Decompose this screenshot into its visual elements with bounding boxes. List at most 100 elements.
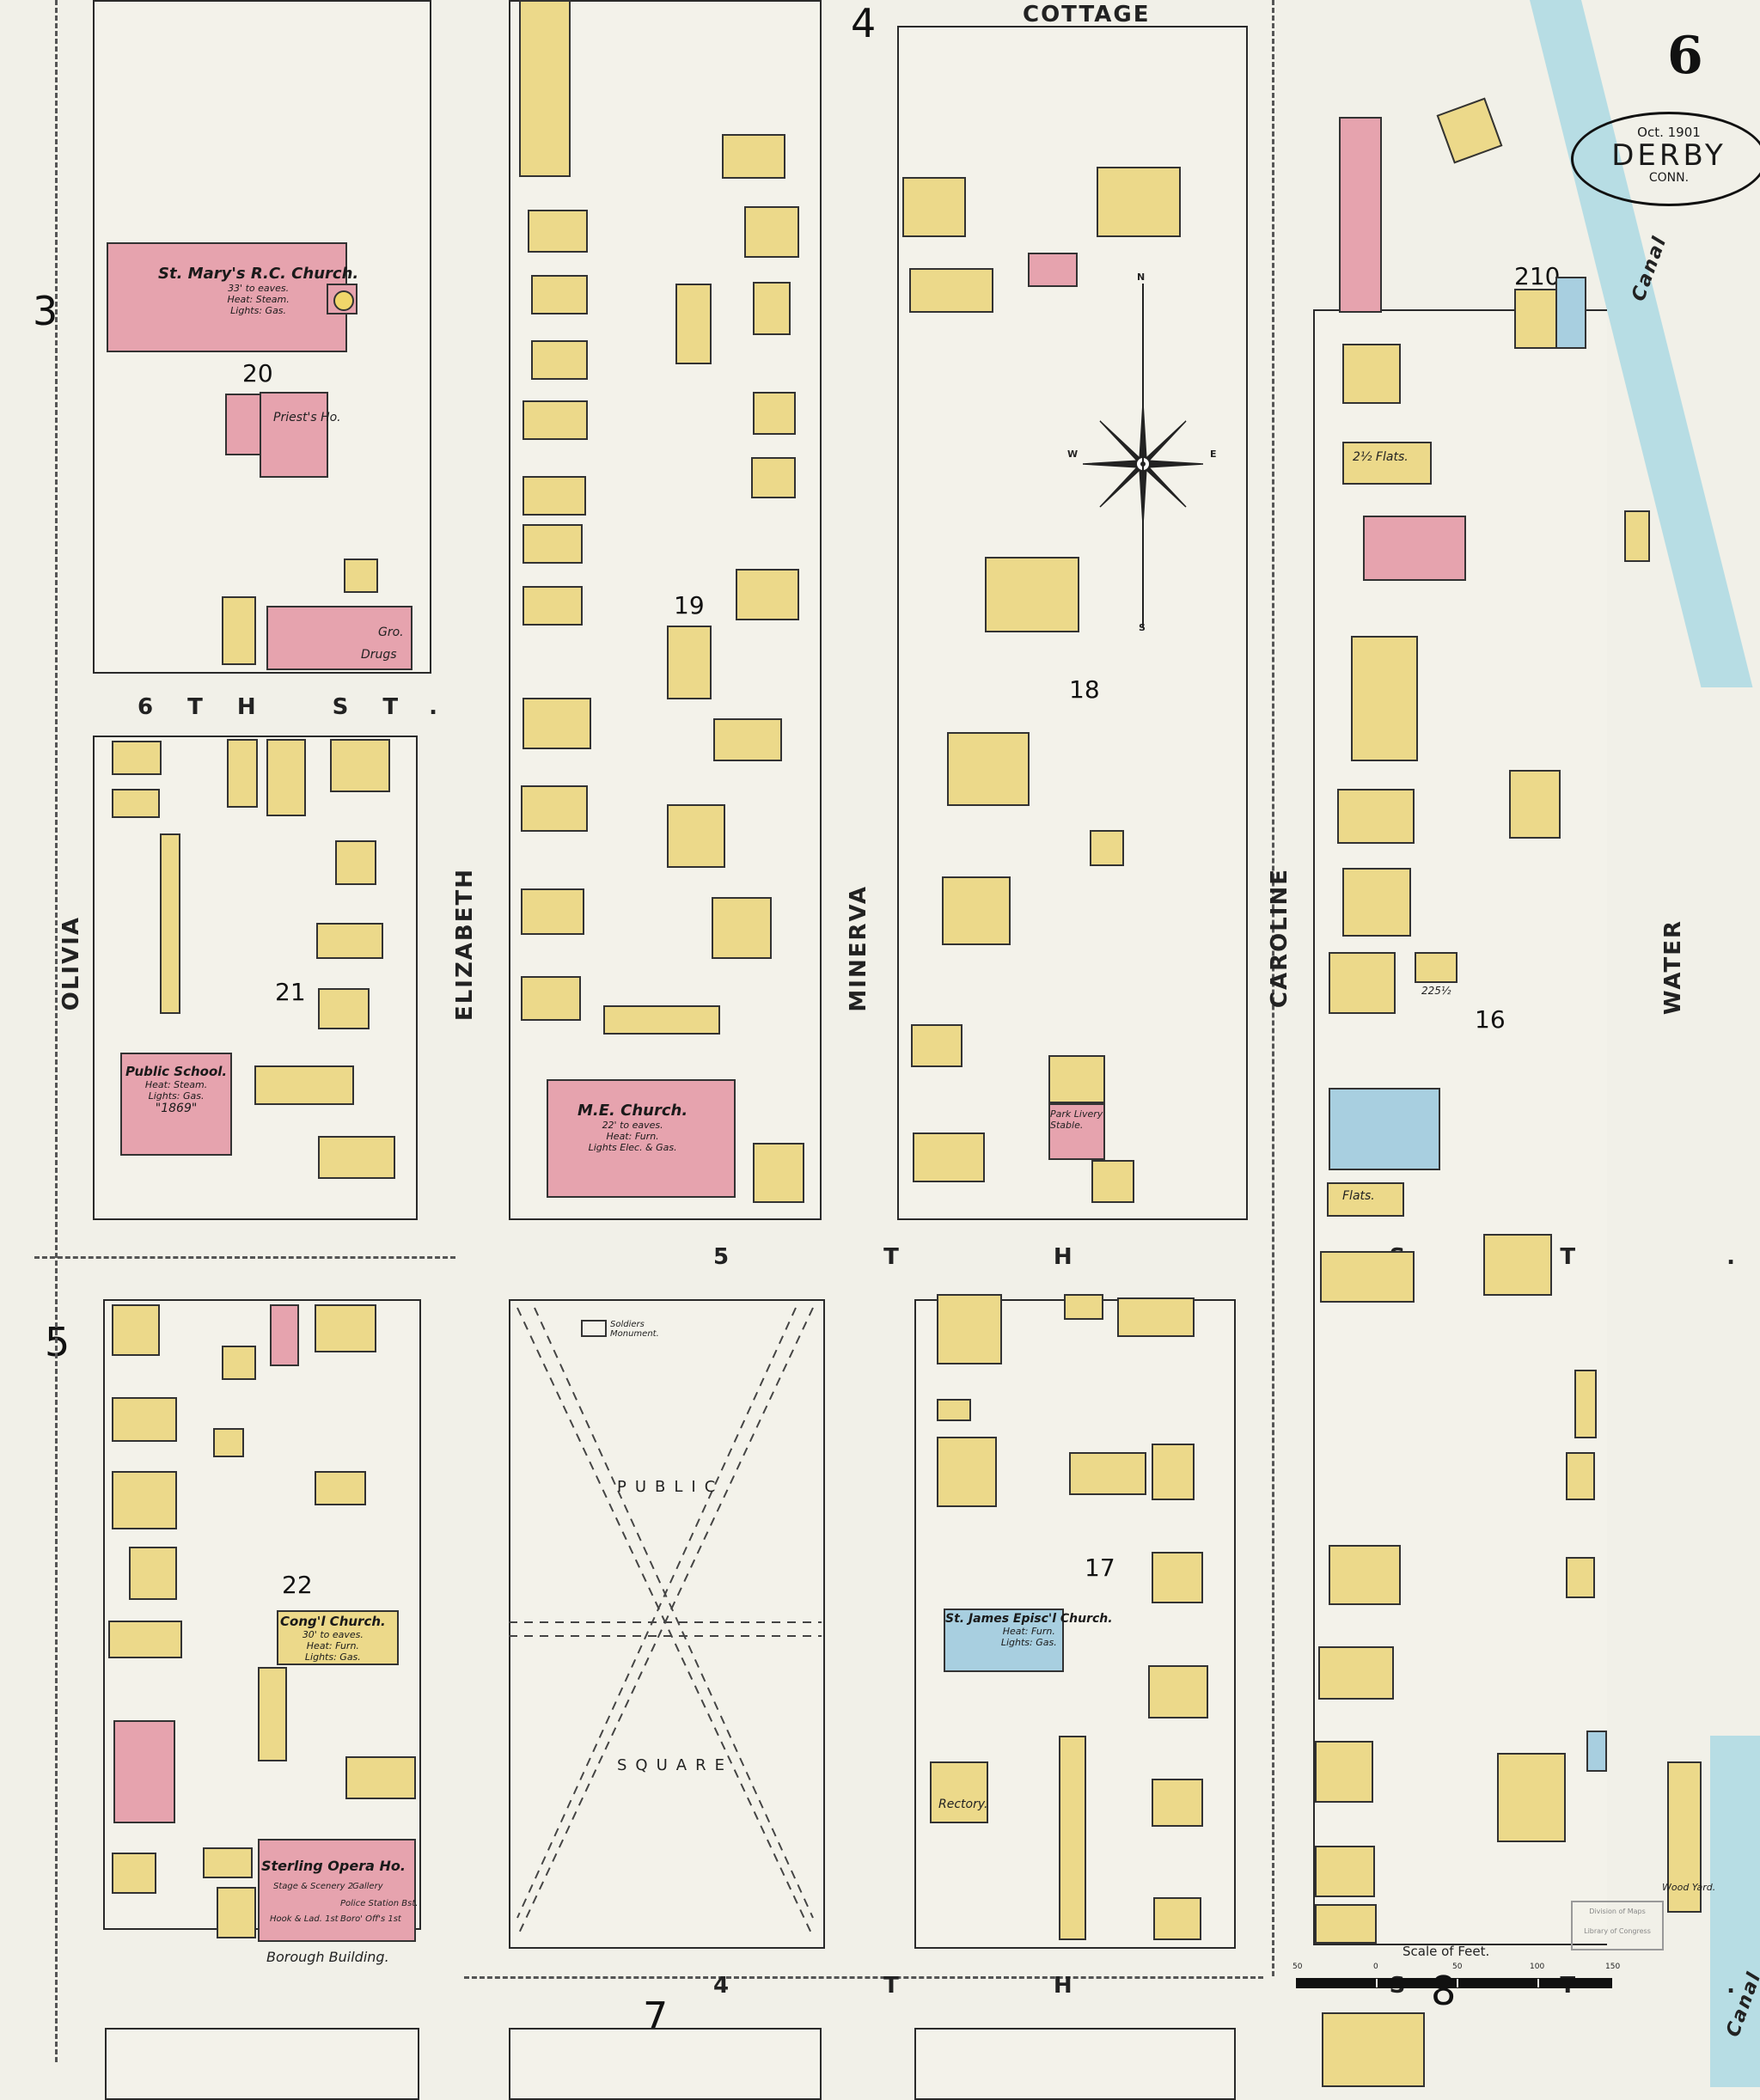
- block-number-17: 17: [1085, 1554, 1115, 1582]
- building-dwelling: [902, 177, 966, 237]
- building-dwelling: [129, 1547, 177, 1600]
- building-dwelling: [753, 282, 791, 335]
- building-dwelling: [222, 1346, 256, 1380]
- building-dwelling: [213, 1428, 244, 1457]
- building-dwelling: [345, 1756, 416, 1799]
- building-dwelling: [937, 1294, 1002, 1364]
- scale-tick-50-left: 50: [1292, 1963, 1303, 1971]
- flats-label: 2½ Flats.: [1353, 450, 1409, 464]
- building-dwelling: [753, 392, 796, 435]
- building-dwelling: [1152, 1444, 1195, 1500]
- building-stone-dwelling: [1555, 277, 1586, 349]
- building-dwelling: [1064, 1294, 1103, 1320]
- building-congl-church: [277, 1610, 399, 1665]
- building-dwelling: [522, 476, 586, 516]
- park-livery-label: Park Livery Stable.: [1050, 1108, 1103, 1131]
- building-park-livery-stable: [1048, 1103, 1105, 1160]
- building-dwelling: [315, 1471, 366, 1505]
- building-dwelling: [112, 741, 162, 775]
- building-sterling-opera-house: [258, 1839, 416, 1942]
- building-dwelling: [528, 210, 588, 253]
- building-dwelling: [522, 586, 583, 626]
- building-dwelling: [1329, 952, 1396, 1014]
- building-rectory: [930, 1761, 988, 1823]
- building-dwelling: [258, 1667, 287, 1761]
- title-town: DERBY: [1611, 138, 1726, 173]
- building-dwelling: [522, 524, 583, 564]
- scale-tick-150: 150: [1605, 1963, 1621, 1971]
- building-dwelling: [712, 897, 772, 959]
- public-school-label: Public School. Heat: Steam. Lights: Gas.…: [125, 1064, 228, 1115]
- building-dwelling: [318, 988, 370, 1029]
- building-dwelling: [112, 1397, 177, 1442]
- flats-label-2: Flats.: [1342, 1189, 1375, 1203]
- compass-rose-icon: [1082, 403, 1204, 525]
- scale-tick-100: 100: [1530, 1963, 1545, 1971]
- public-square: [509, 1299, 825, 1949]
- block-number-210: 210: [1514, 262, 1561, 290]
- building-dwelling: [1329, 1545, 1401, 1605]
- school-walkway: [160, 833, 180, 1014]
- building-dwelling: [1152, 1779, 1203, 1827]
- building-dwelling: [203, 1847, 253, 1878]
- store-drugs-label: Drugs: [361, 648, 397, 662]
- congl-church-label: Cong'l Church. 30' to eaves. Heat: Furn.…: [280, 1614, 386, 1663]
- store-grocery-label: Gro.: [378, 626, 404, 639]
- block-bottom-right: [914, 2028, 1236, 2100]
- building-dwelling: [112, 1304, 160, 1356]
- building-dwelling: [1509, 770, 1561, 839]
- opera-note-gallery: Gallery: [352, 1882, 383, 1891]
- boundary-olivia: [55, 0, 58, 2062]
- building-dwelling: [1069, 1452, 1146, 1495]
- building-dwelling: [1342, 344, 1401, 404]
- building-stone-dwelling: [1586, 1731, 1607, 1772]
- block-number-19: 19: [674, 591, 705, 620]
- boundary-caroline: [1272, 0, 1274, 1976]
- opera-note-boro: Boro' Off's 1st: [340, 1914, 401, 1924]
- rectory-label: Rectory.: [938, 1798, 988, 1811]
- street-6th: 6TH ST.: [138, 694, 473, 720]
- st-james-label: St. James Episc'l Church. Heat: Furn. Li…: [945, 1612, 1113, 1648]
- title-state: CONN.: [1648, 171, 1690, 185]
- canal-water-lower: [1710, 1736, 1760, 2087]
- library-stamp: Division of Maps Library of Congress: [1571, 1901, 1664, 1950]
- scale-tick-0: 0: [1373, 1963, 1378, 1971]
- building-dwelling: [344, 559, 378, 593]
- building-dwelling: [913, 1132, 985, 1182]
- building-dwelling: [521, 976, 581, 1021]
- soldiers-monument: [581, 1320, 607, 1337]
- building-stone-dwelling: [1329, 1088, 1440, 1170]
- block-number-22: 22: [282, 1571, 313, 1599]
- scale-tick-50: 50: [1452, 1963, 1463, 1971]
- building-brick-dwelling: [270, 1304, 299, 1366]
- building-dwelling: [521, 888, 584, 935]
- tower-spire-icon: [333, 290, 354, 311]
- building-dwelling: [1090, 830, 1124, 866]
- building-dwelling: [1315, 1846, 1375, 1897]
- street-cottage: COTTAGE: [1023, 2, 1151, 27]
- building-dwelling: [1097, 167, 1181, 237]
- building-row-houses: [1339, 117, 1382, 313]
- block-number-16: 16: [1475, 1005, 1506, 1034]
- building-wood-yard: [1667, 1761, 1702, 1913]
- building-dwelling: [1059, 1736, 1086, 1940]
- boundary-fourth: [464, 1976, 1263, 1979]
- building-dwelling: [1483, 1234, 1552, 1296]
- boundary-fifth: [34, 1256, 455, 1259]
- building-st-james-church: [944, 1609, 1064, 1672]
- opera-note-hook: Hook & Lad. 1st: [270, 1914, 339, 1924]
- building-dwelling: [947, 732, 1030, 806]
- building-dwelling: [531, 275, 588, 314]
- building-dwelling: [108, 1621, 182, 1658]
- compass-east: E: [1210, 449, 1217, 460]
- building-dwelling: [909, 268, 993, 313]
- building-dwelling: [736, 569, 799, 620]
- building-dwelling: [1315, 1741, 1373, 1803]
- building-brick-dwelling: [1363, 516, 1466, 581]
- building-brick-dwelling: [1028, 253, 1078, 287]
- building-dwelling: [1153, 1897, 1201, 1940]
- building-dwelling: [1514, 289, 1557, 349]
- sheet-ref-3: 3: [33, 288, 58, 334]
- building-dwelling: [1320, 1251, 1415, 1303]
- building-dwelling: [713, 718, 782, 761]
